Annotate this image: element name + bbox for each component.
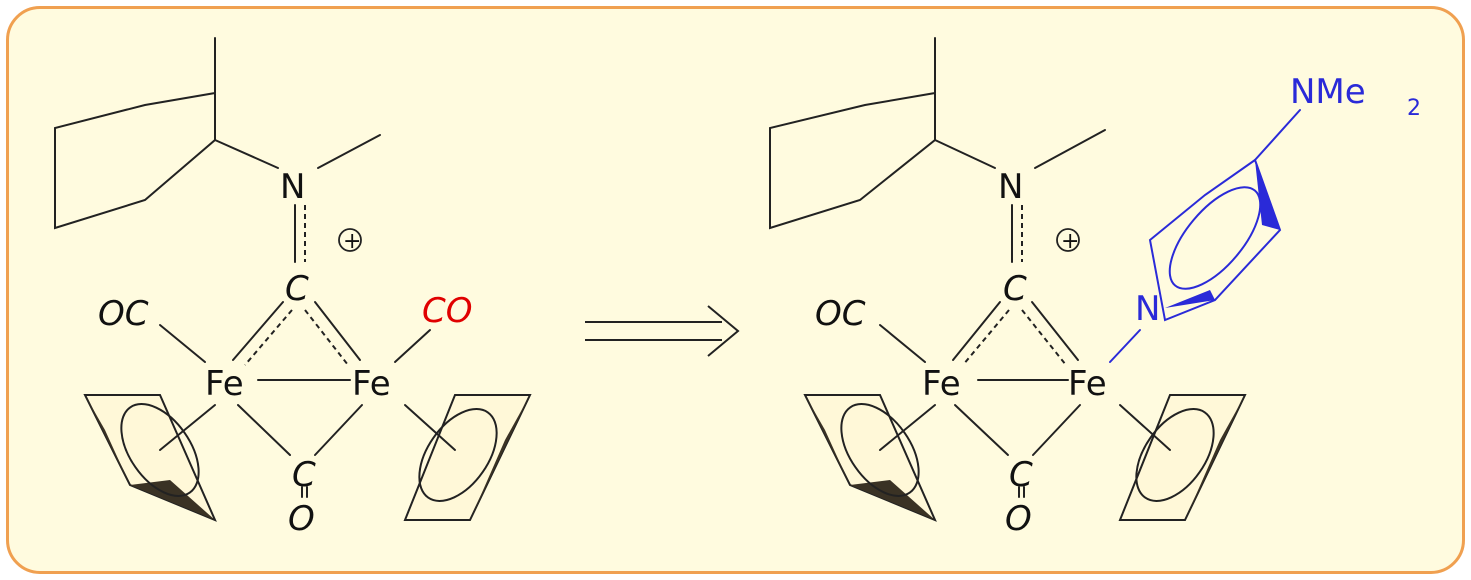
- pyridine-n-label: N: [1135, 289, 1160, 329]
- nme2-label: NMe: [1290, 72, 1366, 112]
- right-o-low-label: O: [1005, 499, 1032, 539]
- nme2-subscript: 2: [1407, 96, 1421, 121]
- left-n-label: N: [280, 167, 305, 207]
- right-oc-label: OC: [815, 294, 866, 334]
- right-plus-charge: +: [1061, 229, 1079, 254]
- left-fe2-label: Fe: [352, 364, 391, 404]
- right-fe2-label: Fe: [1068, 364, 1107, 404]
- right-cp1-shade-b: [850, 480, 935, 520]
- reactant-complex: N + C OC CO Fe Fe C O: [54, 37, 532, 539]
- left-oc-fe-bond: [159, 324, 206, 363]
- right-c-low-label: C: [1009, 455, 1033, 495]
- right-oc-fe-bond: [879, 324, 926, 363]
- right-cyclohexyl-ring: [769, 37, 936, 230]
- left-plus-charge: +: [343, 229, 361, 254]
- right-plus-charge-circle: [1056, 228, 1080, 252]
- reaction-arrow: [585, 305, 740, 357]
- left-co-label-highlight: CO: [422, 291, 473, 331]
- right-cp2-ring: [1118, 394, 1247, 521]
- right-fe2-cbridge-bond: [1032, 404, 1081, 456]
- right-cp1-aromatic: [840, 403, 920, 497]
- right-fe1-label: Fe: [922, 364, 961, 404]
- left-c-low-label: C: [292, 455, 316, 495]
- left-plus-charge-circle: [338, 228, 362, 252]
- right-fe1-cbridge-bond: [954, 404, 1009, 456]
- right-c-fe2-bond: [1031, 301, 1079, 361]
- left-c-fe1-bond: [232, 301, 284, 361]
- left-cp2-fe-bond: [404, 404, 456, 451]
- left-cy-n-bond: [214, 139, 279, 169]
- pyridine-nme2-bond: [1254, 109, 1301, 161]
- right-c-label: C: [1003, 269, 1027, 309]
- left-oc-label: OC: [98, 294, 149, 334]
- right-c-fe2-partial: [1021, 309, 1067, 366]
- right-n-label: N: [998, 167, 1023, 207]
- diagram-frame: [6, 6, 1465, 574]
- pyridine-aromatic: [1168, 186, 1262, 290]
- left-o-low-label: O: [288, 499, 315, 539]
- right-cp1-ring: [803, 394, 937, 522]
- left-c-fe1-partial: [244, 309, 293, 366]
- right-cp2-aromatic: [1135, 408, 1215, 502]
- left-fe1-cbridge-bond: [237, 404, 291, 456]
- left-cp2-aromatic: [418, 408, 498, 502]
- left-c-label: C: [285, 269, 309, 309]
- left-cp1-fe-bond: [159, 404, 216, 451]
- left-fe1-label: Fe: [205, 364, 244, 404]
- left-cp1-aromatic: [120, 403, 200, 497]
- left-c-fe2-bond: [314, 301, 361, 361]
- right-c-fe1-partial: [962, 309, 1010, 366]
- right-cy-n-bond: [934, 139, 996, 169]
- pyridine-wedge-a: [1255, 160, 1280, 230]
- right-c-fe1-bond: [952, 301, 1001, 361]
- left-c-fe2-partial: [304, 309, 349, 366]
- left-cp1-ring: [83, 394, 217, 522]
- left-cp1-shade-b: [130, 480, 215, 520]
- right-cp1-fe-bond: [879, 404, 936, 451]
- right-fe-pyridine-bond: [1109, 329, 1141, 363]
- left-cp2-shade: [470, 395, 530, 520]
- left-fe-co-bond: [394, 329, 431, 363]
- product-complex: N + C OC Fe Fe C O N NMe 2: [769, 37, 1421, 539]
- right-n-methyl-bond: [1034, 129, 1106, 169]
- left-fe2-cbridge-bond: [314, 404, 363, 456]
- left-n-methyl-bond: [317, 134, 381, 169]
- right-cp2-shade: [1185, 395, 1245, 520]
- left-cp1-shade: [85, 395, 130, 485]
- pyridine-wedge-b: [1165, 290, 1215, 308]
- left-cyclohexyl-ring: [54, 37, 216, 230]
- right-cp2-fe-bond: [1119, 404, 1171, 451]
- right-cp1-shade: [805, 395, 850, 485]
